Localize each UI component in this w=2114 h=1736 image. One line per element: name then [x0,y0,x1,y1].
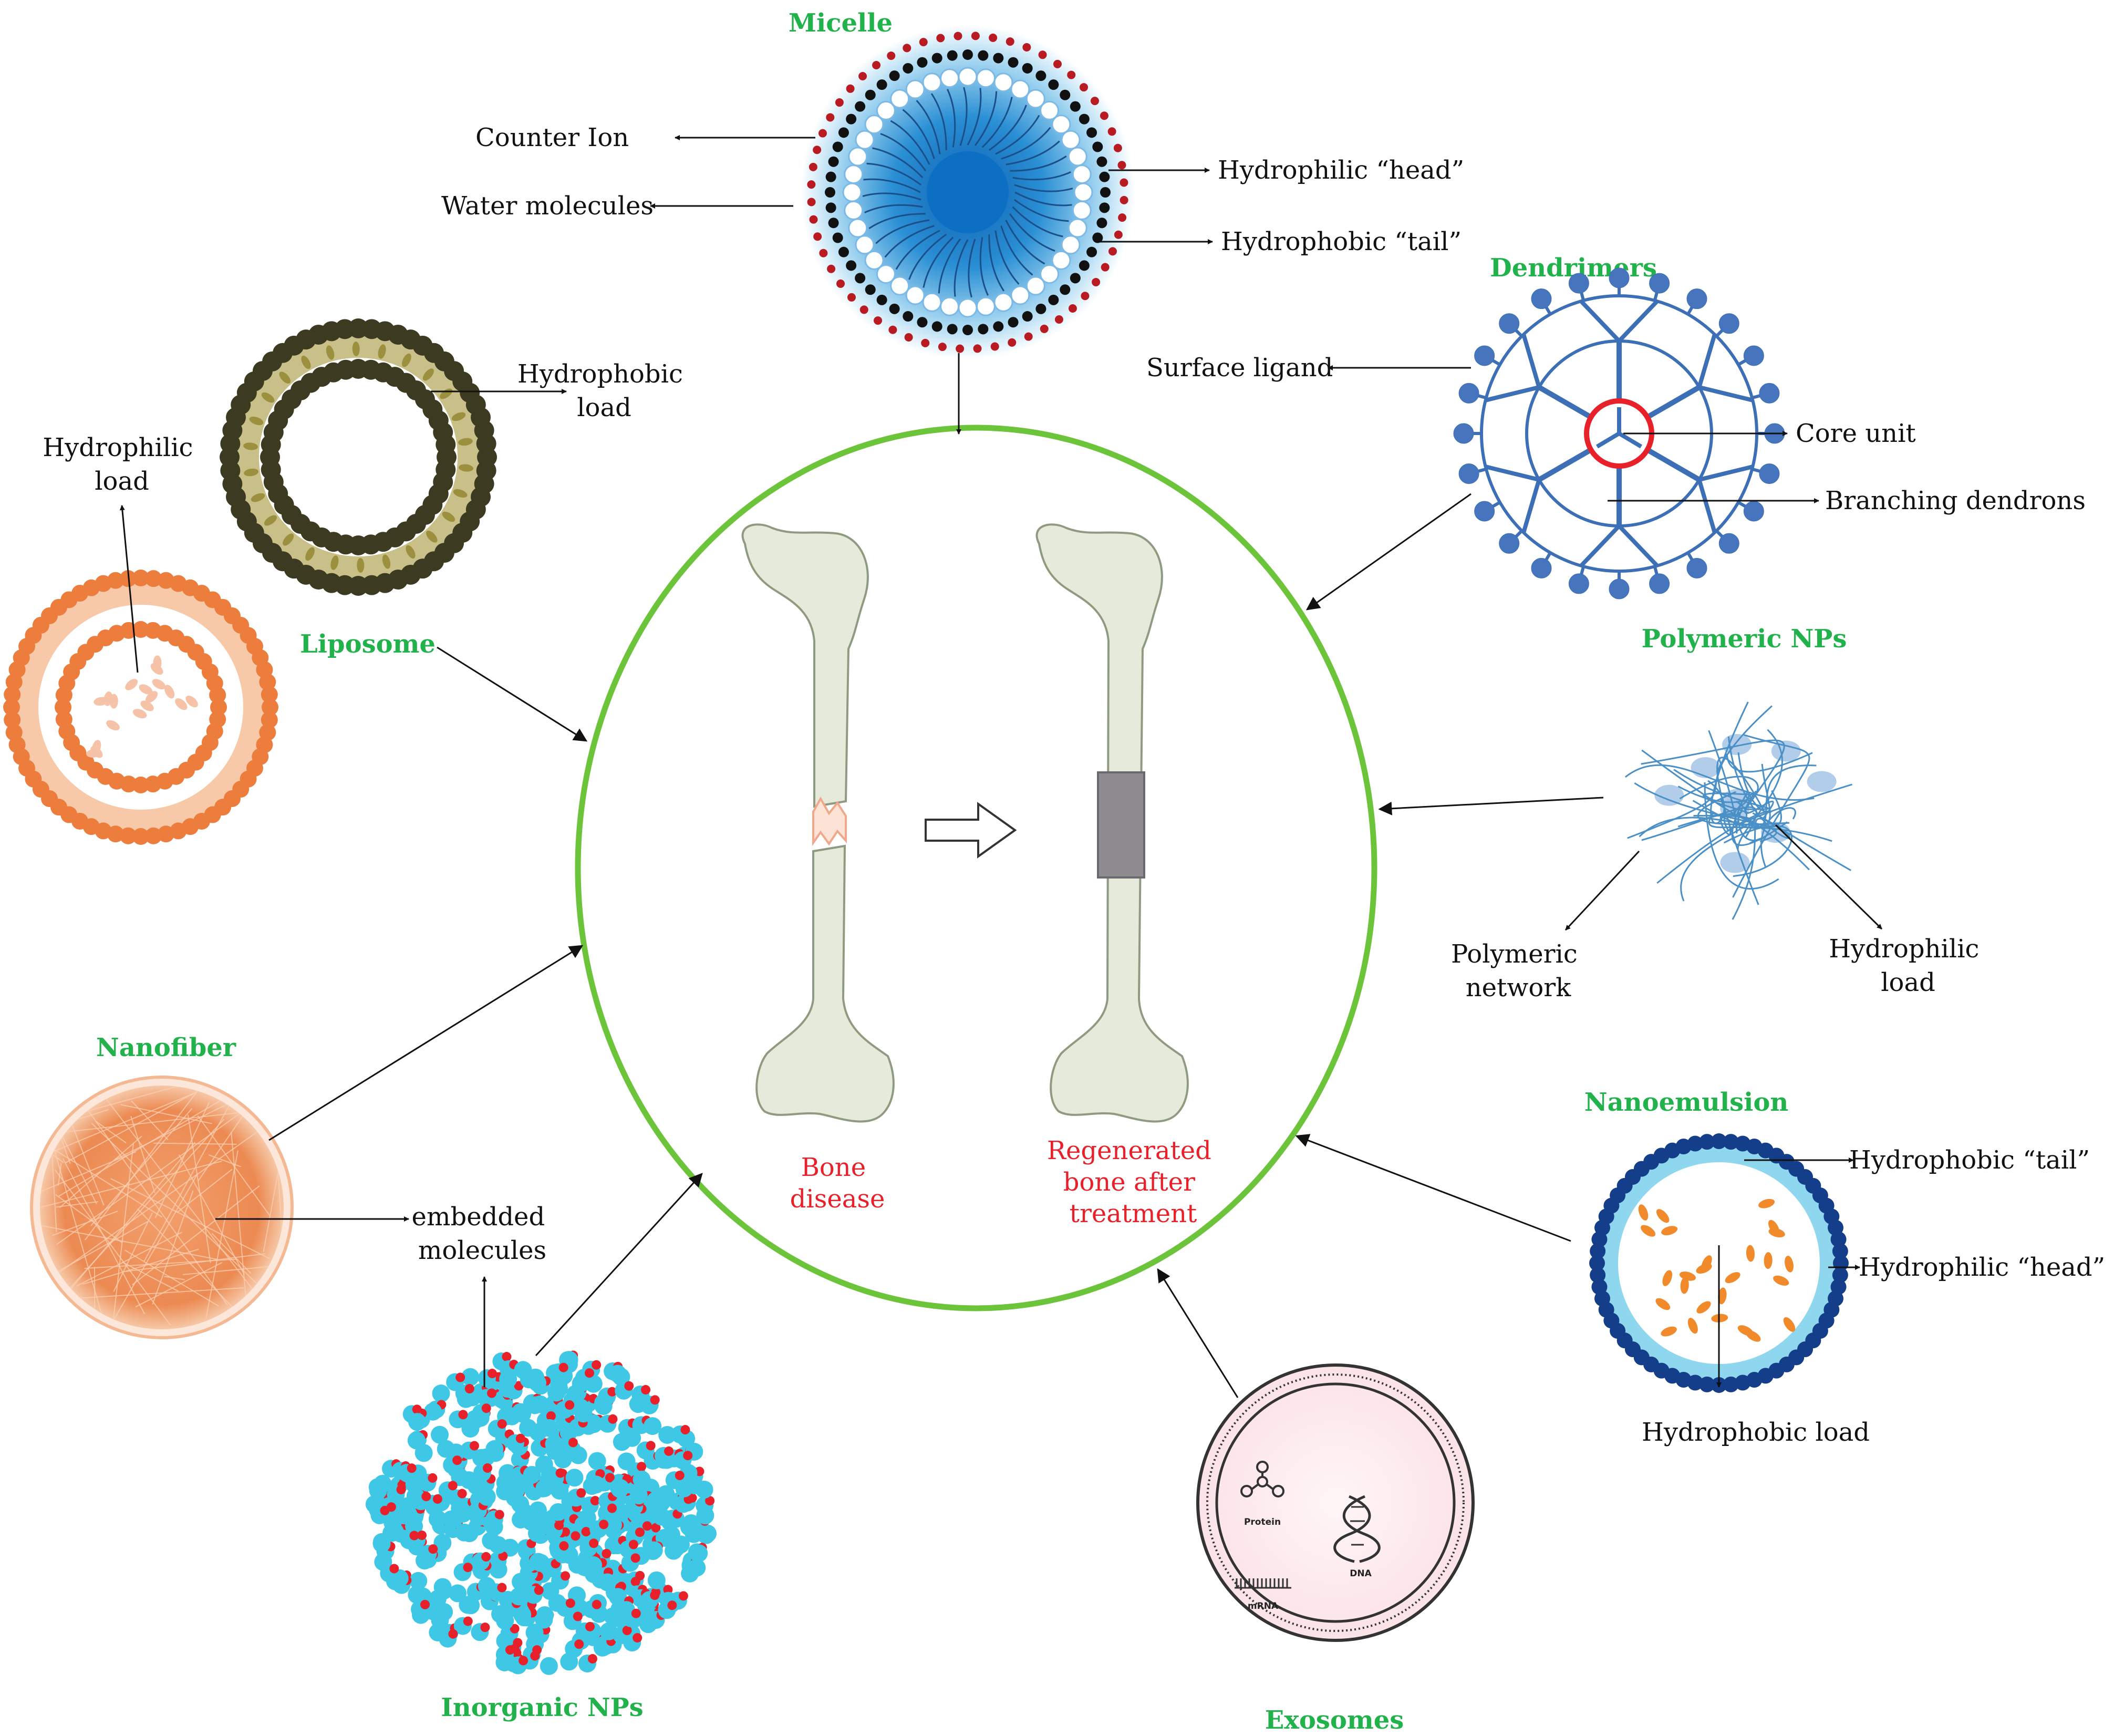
liposome-graphic [3,570,278,845]
liposome-hydrophilic-load-label: Hydrophilic load [43,433,201,496]
micelle-graphic [801,25,1135,359]
mrna-label: mRNA [1248,1601,1279,1611]
dendrimer-graphic [1453,267,1785,600]
dendrimer-branches [1453,267,1785,600]
surface-ligand-label: Surface ligand [1146,353,1333,383]
embedded-molecules-label: embedded molecules [412,1202,553,1265]
branching-dendrons-label: Branching dendrons [1825,486,2086,515]
dna-label: DNA [1350,1568,1372,1579]
polymeric-title: Polymeric NPs [1642,624,1847,654]
bone-disease-label: Bone disease [790,1153,885,1214]
nanoemulsion-title: Nanoemulsion [1584,1088,1789,1117]
polymeric-network-graphic [1624,701,1852,920]
protein-label: Protein [1244,1517,1281,1527]
core-unit-label: Core unit [1796,419,1916,448]
regenerated-bone [1035,523,1189,1123]
nanoemulsion-tail-label: Hydrophobic “tail” [1849,1145,2090,1175]
treatment-arrow [925,802,1017,859]
nanoemulsion-load-label: Hydrophobic load [1642,1418,1870,1447]
nanofiber-graphic [30,1076,294,1339]
counter-ion-label: Counter Ion [475,123,629,152]
liposome-cargo [86,655,198,758]
central-ring [575,425,1377,1311]
micelle-tail-label: Hydrophobic “tail” [1221,227,1462,256]
diseased-bone [741,523,895,1123]
liposome-hydrophobic-load-label: Hydrophobic load [517,359,691,422]
protein-icon [1240,1461,1284,1497]
micelle-title: Micelle [789,8,893,38]
polymeric-hydrophilic-load-label: Hydrophilic load [1829,934,1987,997]
water-molecules-label: Water molecules [441,191,654,221]
exosomes-title: Exosomes [1265,1706,1404,1735]
regenerated-bone-label: Regenerated bone after treatment [1047,1136,1219,1228]
nanofiber-strands [40,1086,284,1329]
exosome-graphic: Protein DNA mRNA [1196,1363,1475,1642]
liposome-title: Liposome [300,629,436,659]
nanofiber-title: Nanofiber [96,1033,236,1062]
nanoemulsion-head-label: Hydrophilic “head” [1859,1253,2105,1282]
nanoemulsion-ring [1589,1133,1849,1393]
inorganic-np-graphic [365,1350,717,1675]
liposome-orange-layers [3,570,278,845]
inorganic-title: Inorganic NPs [441,1693,643,1722]
dna-icon [1333,1495,1381,1563]
mrna-icon [1235,1578,1291,1589]
liposome-hydrophobic-graphic [220,318,497,596]
micelle-ring [807,32,1128,353]
liposome-dark-layers [220,318,497,596]
nanoemulsion-cargo [1638,1198,1796,1342]
polymeric-network-label: Polymeric network [1451,939,1586,1003]
micelle-head-label: Hydrophilic “head” [1218,156,1464,185]
